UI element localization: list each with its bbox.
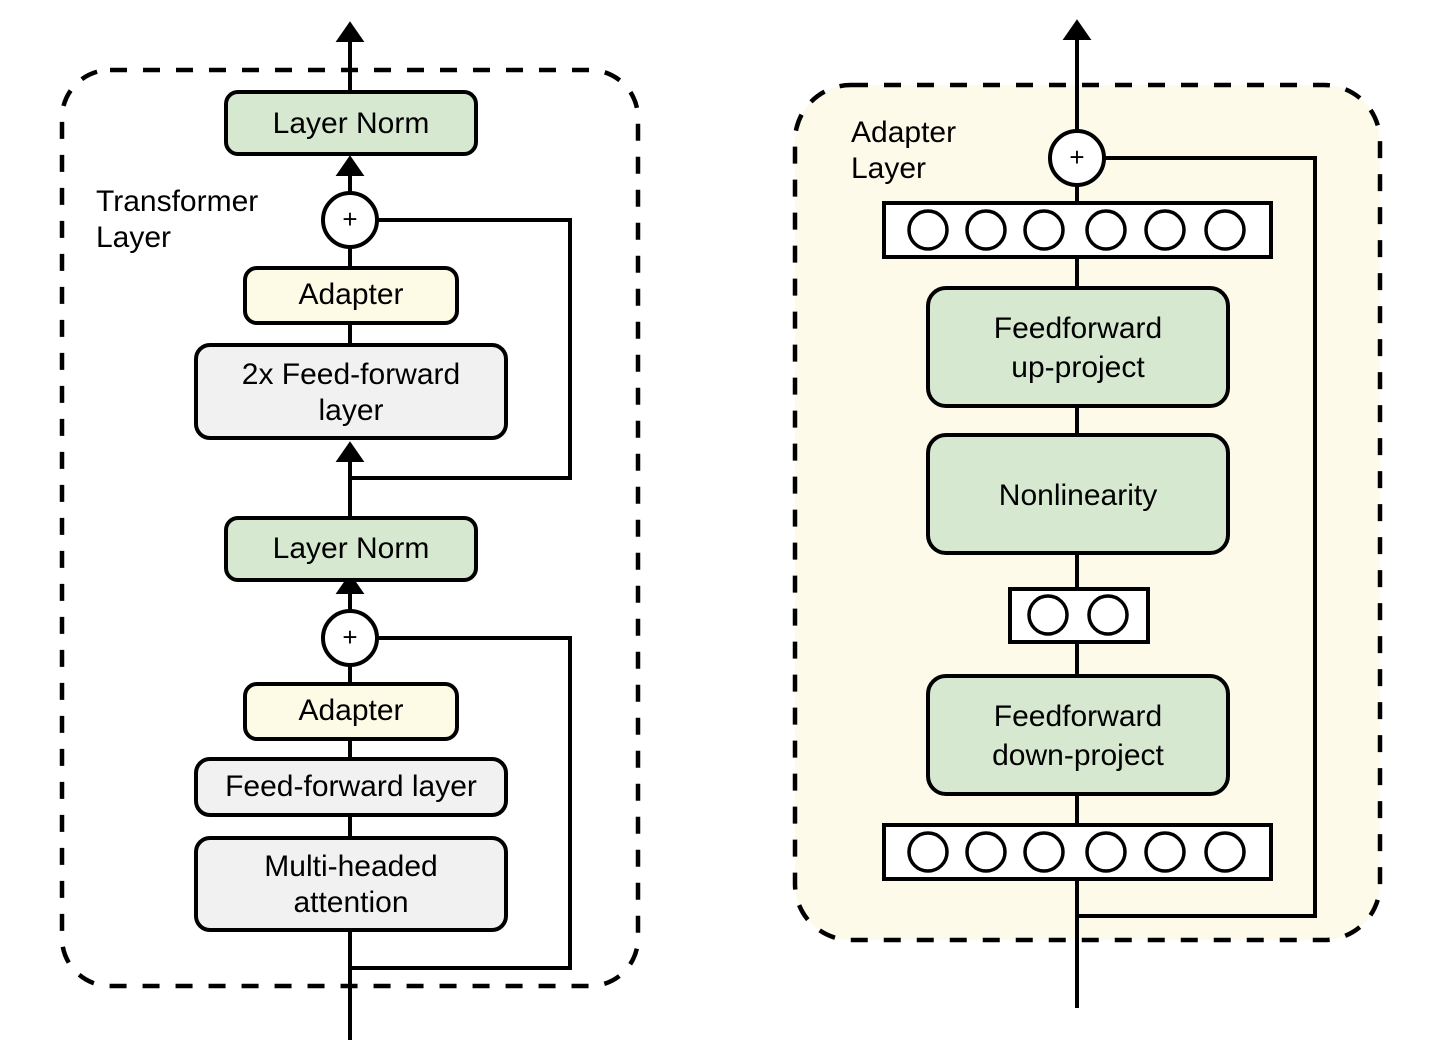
feedforward-down-project-label-line2: down-project xyxy=(992,739,1164,772)
units-output-row[interactable] xyxy=(882,201,1273,259)
block-nonlinearity[interactable]: Nonlinearity xyxy=(926,433,1230,555)
adder-top-label: + xyxy=(342,204,357,234)
feedforward-up-project-shape xyxy=(926,286,1230,408)
adapter-layer-label-line2: Layer xyxy=(851,152,926,185)
unit-circle xyxy=(1087,594,1129,636)
feed-forward-2x-label-line1: 2x Feed-forward xyxy=(242,358,460,391)
adapter-residual-connection xyxy=(1077,156,1317,918)
block-feed-forward-2x[interactable]: 2x Feed-forward layer xyxy=(194,343,508,440)
block-feedforward-up-project[interactable]: Feedforward up-project xyxy=(926,286,1230,408)
adapter-bottom-label: Adapter xyxy=(298,694,403,727)
feed-forward-layer-label: Feed-forward layer xyxy=(225,770,477,803)
transformer-layer-label-line1: Transformer xyxy=(96,185,258,218)
adapter-bottom-shape xyxy=(243,682,459,741)
adder-top-circle xyxy=(321,191,379,249)
block-feed-forward-layer[interactable]: Feed-forward layer xyxy=(194,757,508,817)
unit-circle xyxy=(965,831,1007,873)
adder-top[interactable]: + xyxy=(321,191,379,249)
adapter-top-label: Adapter xyxy=(298,278,403,311)
feed-forward-2x-shape xyxy=(194,343,508,440)
adder-bottom-circle xyxy=(321,609,379,667)
feedforward-down-project-label-line1: Feedforward xyxy=(994,700,1162,733)
layer-norm-bottom-shape xyxy=(224,516,478,582)
block-layer-norm-top[interactable]: Layer Norm xyxy=(224,90,478,156)
bottom-residual-connection xyxy=(350,636,572,970)
multi-headed-attention-label-line1: Multi-headed xyxy=(264,850,437,883)
block-feedforward-down-project[interactable]: Feedforward down-project xyxy=(926,674,1230,796)
units-bottleneck-row[interactable] xyxy=(1008,587,1150,644)
block-adapter-bottom[interactable]: Adapter xyxy=(243,682,459,741)
feedforward-up-project-label-line1: Feedforward xyxy=(994,312,1162,345)
unit-circle xyxy=(1085,831,1127,873)
feed-forward-layer-shape xyxy=(194,757,508,817)
unit-circle xyxy=(907,209,949,251)
block-adapter-top[interactable]: Adapter xyxy=(243,266,459,325)
feed-forward-2x-label-line2: layer xyxy=(318,394,383,427)
adapter-layer-panel: Adapter Layer xyxy=(792,19,1383,1008)
multi-headed-attention-shape xyxy=(194,836,508,932)
unit-circle xyxy=(1144,209,1186,251)
nonlinearity-label: Nonlinearity xyxy=(999,479,1157,512)
unit-circle xyxy=(1027,594,1069,636)
adapter-layer-label-line1: Adapter xyxy=(851,116,956,149)
layer-norm-top-label: Layer Norm xyxy=(273,107,430,140)
top-residual-connection xyxy=(350,218,572,480)
unit-circle xyxy=(1023,831,1065,873)
block-layer-norm-bottom[interactable]: Layer Norm xyxy=(224,516,478,582)
unit-circle xyxy=(1204,831,1246,873)
unit-circle xyxy=(1204,209,1246,251)
adder-adapter[interactable]: + xyxy=(1048,129,1106,187)
nonlinearity-shape xyxy=(926,433,1230,555)
transformer-layer-label-line2: Layer xyxy=(96,221,171,254)
block-multi-headed-attention[interactable]: Multi-headed attention xyxy=(194,836,508,932)
unit-circle xyxy=(1023,209,1065,251)
adapter-top-shape xyxy=(243,266,459,325)
layer-norm-top-shape xyxy=(224,90,478,156)
adder-bottom-label: + xyxy=(342,622,357,652)
unit-circle xyxy=(1085,209,1127,251)
transformer-layer-panel: Transformer Layer Layer Norm xyxy=(59,21,641,1040)
adder-adapter-label: + xyxy=(1069,142,1084,172)
layer-norm-bottom-label: Layer Norm xyxy=(273,532,430,565)
adder-bottom[interactable]: + xyxy=(321,609,379,667)
unit-circle xyxy=(907,831,949,873)
multi-headed-attention-label-line2: attention xyxy=(293,886,408,919)
adapter-layer-dashed-border xyxy=(792,82,1383,943)
unit-circle xyxy=(1144,831,1186,873)
feedforward-down-project-shape xyxy=(926,674,1230,796)
unit-circle xyxy=(965,209,1007,251)
feedforward-up-project-label-line2: up-project xyxy=(1011,351,1145,384)
adder-adapter-circle xyxy=(1048,129,1106,187)
units-input-row[interactable] xyxy=(882,823,1273,881)
